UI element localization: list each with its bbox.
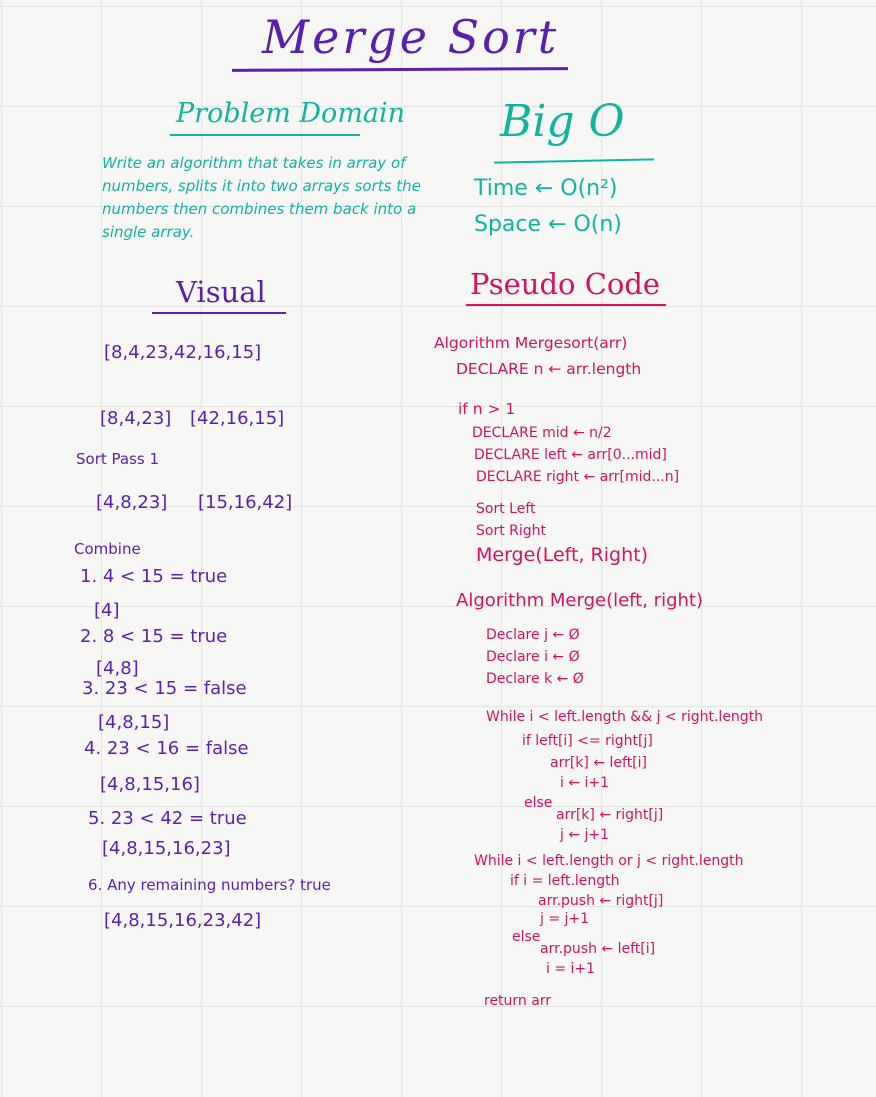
pseudo-code-underline [466,304,666,306]
big-o-heading: Big O [500,96,625,147]
combine-step-compare: 4. 23 < 16 = false [84,738,249,759]
code-line: j = j+1 [540,911,590,927]
visual-split-left: [8,4,23] [100,408,172,429]
combine-step-compare: 1. 4 < 15 = true [80,566,228,587]
page-title: Merge Sort [262,10,560,64]
code-line: Algorithm Mergesort(arr) [434,334,628,352]
combine-step-compare: 3. 23 < 15 = false [82,678,247,699]
visual-heading: Visual [176,275,266,309]
visual-sorted-left: [4,8,23] [96,492,168,513]
visual-underline [152,312,286,314]
code-line: return arr [484,993,552,1009]
code-line: j ← j+1 [560,827,610,843]
combine-step-result: [4,8,15,16] [100,774,200,795]
code-line: Declare j ← Ø [486,627,580,643]
code-line: Sort Right [476,523,547,539]
space-complexity: Space ← O(n) [474,212,622,237]
code-line: arr[k] ← right[j] [556,807,664,823]
code-line: if left[i] <= right[j] [522,733,653,749]
problem-domain-underline [170,134,360,136]
problem-domain-heading: Problem Domain [176,98,406,129]
code-line: DECLARE right ← arr[mid...n] [476,469,680,485]
code-line: DECLARE mid ← n/2 [472,425,612,441]
code-line: Declare i ← Ø [486,649,580,665]
code-line: arr[k] ← left[i] [550,755,647,771]
combine-label: Combine [74,540,141,558]
title-underline [231,67,569,72]
code-line: else [524,795,553,811]
code-line: Declare k ← Ø [486,671,584,687]
visual-initial-array: [8,4,23,42,16,15] [104,342,262,363]
visual-split-right: [42,16,15] [190,408,285,429]
code-line: if i = left.length [510,873,620,889]
code-line: Sort Left [476,501,536,517]
combine-step-result: [4,8] [96,658,139,679]
code-line: arr.push ← right[j] [538,893,664,909]
sort-pass-label: Sort Pass 1 [76,450,160,468]
combine-step-compare: 2. 8 < 15 = true [80,626,228,647]
code-line: Merge(Left, Right) [476,544,648,566]
code-line: i ← i+1 [560,775,610,791]
code-line: Algorithm Merge(left, right) [456,590,703,611]
code-line: While i < left.length or j < right.lengt… [474,853,744,869]
big-o-underline [493,158,655,164]
code-line: else [512,929,541,945]
code-line: While i < left.length && j < right.lengt… [486,709,764,725]
code-line: i = i+1 [546,961,596,977]
combine-step-compare: 6. Any remaining numbers? true [88,876,331,894]
visual-sorted-right: [15,16,42] [198,492,293,513]
combine-step-compare: 5. 23 < 42 = true [88,808,247,829]
combine-step-result: [4,8,15] [98,712,170,733]
pseudo-code-heading: Pseudo Code [470,267,661,301]
combine-step-result: [4,8,15,16,23] [102,838,231,859]
combine-step-result: [4,8,15,16,23,42] [104,910,262,931]
time-complexity: Time ← O(n²) [474,176,618,201]
code-line: DECLARE left ← arr[0...mid] [474,447,667,463]
combine-step-result: [4] [94,600,120,621]
problem-domain-text: Write an algorithm that takes in array o… [102,154,421,241]
code-line: arr.push ← left[i] [540,941,656,957]
code-line: if n > 1 [458,400,516,418]
code-line: DECLARE n ← arr.length [456,360,642,378]
